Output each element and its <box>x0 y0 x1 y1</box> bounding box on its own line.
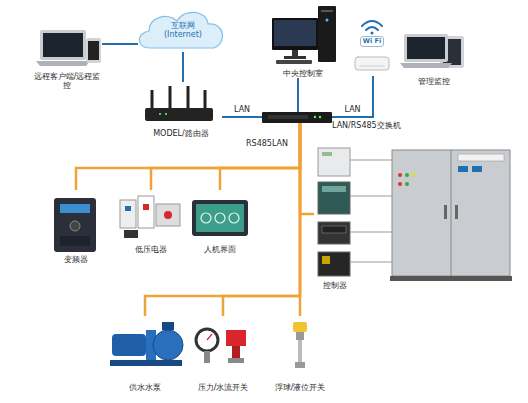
node-label: 压力/水流开关 <box>198 383 249 392</box>
laptop-icon <box>36 30 101 66</box>
wifi-node: Wi Fi <box>352 14 392 76</box>
node-label: 管理监控 <box>418 77 450 86</box>
cloud-node: 互联网(Internet) <box>138 8 228 52</box>
device-node: 压力/水流开关 <box>190 316 256 392</box>
client-node: 远程客户端/远程监控 <box>32 26 102 90</box>
rs485-line <box>299 123 302 316</box>
router-icon <box>145 86 213 121</box>
router-node: MODEL/路由器 <box>140 82 222 138</box>
node-label: LAN/RS485交换机 <box>332 121 401 130</box>
lan-line <box>297 78 299 112</box>
edge-label: LAN <box>345 106 361 115</box>
bus-label: RS485LAN <box>246 140 288 149</box>
rs485-line <box>76 123 300 190</box>
node-label: 控制器 <box>323 281 347 290</box>
edge-label: LAN <box>234 106 250 115</box>
node-label: 变频器 <box>64 255 88 264</box>
node-label: 中央控制室 <box>283 69 323 78</box>
lan-line <box>102 43 138 45</box>
monitor-node: 管理监控 <box>398 28 470 86</box>
level-switch-icon <box>293 322 307 368</box>
node-label: Wi Fi <box>360 36 384 47</box>
node-label: 远程客户端/远程监控 <box>32 72 102 90</box>
node-label: 人机界面 <box>204 245 236 254</box>
lan-line <box>222 116 262 118</box>
cloud-shape <box>139 12 222 48</box>
rs485-line <box>145 123 300 316</box>
node-label: 互联网 <box>171 21 195 30</box>
node-label: 浮球/液位开关 <box>275 383 326 392</box>
controller-node: 控制器 <box>314 146 356 290</box>
rs485-line <box>151 123 300 190</box>
node-label: (Internet) <box>164 30 202 39</box>
pc-icon <box>272 6 336 64</box>
node-label: MODEL/路由器 <box>153 129 209 138</box>
gauge-icon <box>196 329 246 363</box>
computer-node: 中央控制室 <box>266 4 340 78</box>
switch-icon <box>262 112 332 123</box>
device-node: 浮球/液位开关 <box>268 316 332 392</box>
wifi-icon <box>355 21 389 70</box>
rs485-line <box>220 123 300 190</box>
device-node: 供水水泵 <box>100 316 190 392</box>
cabinet-icon <box>390 150 512 281</box>
device-node: 人机界面 <box>188 190 252 254</box>
rs485-line <box>300 123 314 214</box>
hmi-icon <box>192 200 248 236</box>
controller-icon <box>318 148 350 276</box>
inverter-icon <box>54 198 96 252</box>
switch-node: LAN/RS485交换机 <box>262 112 332 123</box>
cabinet-wire <box>350 160 392 262</box>
device-node: 变频器 <box>44 190 108 264</box>
pump-icon <box>110 322 183 366</box>
node-label: 低压电器 <box>135 245 167 254</box>
node-label: 供水水泵 <box>129 383 161 392</box>
laptop-icon <box>400 34 464 68</box>
lan-line <box>332 76 373 117</box>
device-node: 低压电器 <box>116 190 186 254</box>
lan-line <box>182 52 184 82</box>
breaker-icon <box>120 196 180 238</box>
